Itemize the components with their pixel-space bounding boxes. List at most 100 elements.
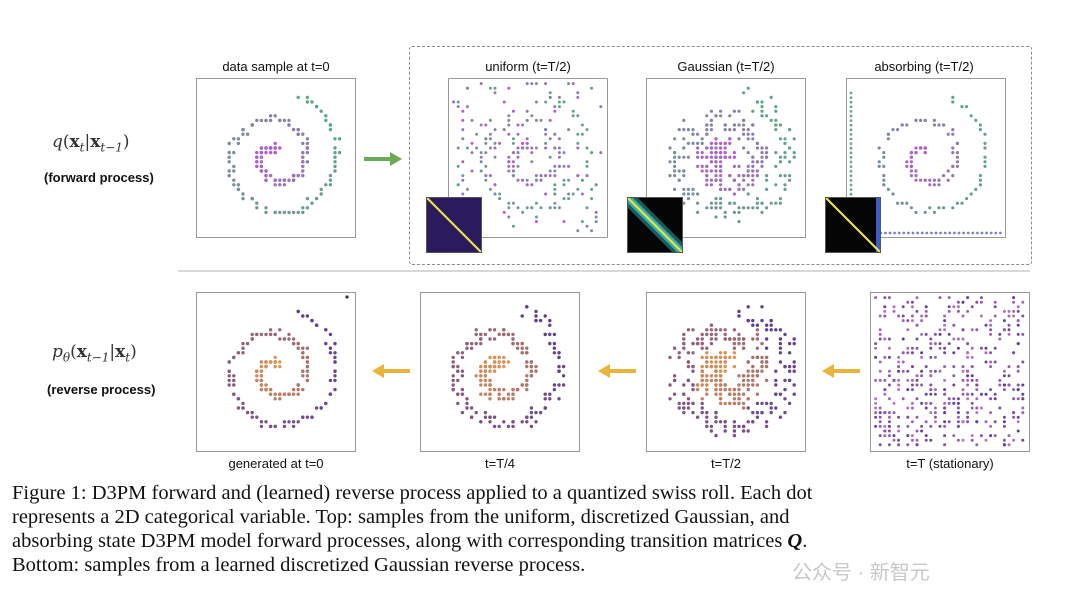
scatter-point <box>278 360 282 364</box>
scatter-point <box>737 374 741 378</box>
scatter-point <box>732 210 736 214</box>
scatter-point <box>227 141 231 146</box>
scatter-point <box>264 332 268 337</box>
scatter-point <box>961 388 965 392</box>
scatter-point <box>741 392 746 396</box>
panel-data-sample <box>196 78 356 238</box>
scatter-point <box>709 178 713 182</box>
scatter-point <box>764 360 769 364</box>
scatter-point <box>469 406 474 410</box>
scatter-point <box>746 318 750 323</box>
scatter-point <box>956 420 960 424</box>
scatter-point <box>764 401 769 406</box>
scatter-point <box>273 146 277 150</box>
caption-line: Bottom: samples from a learned discretiz… <box>12 554 586 576</box>
scatter-point <box>506 392 511 396</box>
scatter-point <box>923 146 927 150</box>
scatter-point <box>719 169 723 173</box>
scatter-point <box>705 360 709 364</box>
scatter-point <box>492 415 497 419</box>
scatter-point <box>483 410 488 415</box>
panel-t-half <box>646 292 806 452</box>
scatter-point <box>562 151 566 155</box>
scatter-point <box>920 369 924 373</box>
scatter-point <box>594 183 598 187</box>
scatter-point <box>461 118 465 122</box>
scatter-point <box>333 164 337 169</box>
scatter-point <box>961 420 965 424</box>
scatter-point <box>924 332 928 336</box>
scatter-point <box>877 146 881 150</box>
scatter-point <box>682 118 686 122</box>
scatter-point <box>696 201 700 205</box>
scatter-point <box>929 355 933 359</box>
scatter-point <box>521 178 525 182</box>
scatter-point <box>333 137 337 141</box>
scatter-point <box>755 383 760 387</box>
scatter-point <box>760 305 764 309</box>
scatter-point <box>947 401 951 405</box>
scatter-point <box>929 342 933 346</box>
scatter-point <box>1002 415 1006 419</box>
scatter-point <box>474 374 478 378</box>
scatter-point <box>241 196 245 201</box>
scatter-point <box>296 95 300 100</box>
scatter-point <box>709 141 713 145</box>
scatter-point <box>932 123 936 127</box>
scatter-point <box>497 355 501 360</box>
scatter-point <box>544 174 548 178</box>
scatter-point <box>769 201 773 205</box>
scatter-point <box>915 443 919 447</box>
scatter-point <box>946 132 950 136</box>
scatter-point <box>456 351 460 355</box>
scatter-point <box>723 337 727 341</box>
scatter-point <box>301 160 305 164</box>
scatter-point <box>497 392 501 396</box>
scatter-point <box>700 383 704 387</box>
scatter-point <box>483 369 488 373</box>
scatter-point <box>741 378 746 383</box>
scatter-point <box>268 360 273 364</box>
scatter-point <box>929 438 933 442</box>
scatter-point <box>507 215 511 219</box>
scatter-point <box>516 123 520 127</box>
scatter-point <box>746 360 750 364</box>
scatter-point <box>732 387 737 392</box>
scatter-point <box>933 388 937 392</box>
scatter-point <box>887 397 891 401</box>
scatter-point <box>774 123 778 127</box>
scatter-point <box>585 164 589 168</box>
scatter-point <box>929 424 933 428</box>
scatter-point <box>714 160 718 164</box>
scatter-point <box>705 374 709 378</box>
scatter-point <box>529 374 534 378</box>
scatter-point <box>783 141 787 145</box>
scatter-point <box>951 100 955 104</box>
scatter-point <box>920 351 924 355</box>
scatter-point <box>998 406 1002 410</box>
scatter-point <box>897 355 901 359</box>
scatter-point <box>561 374 566 378</box>
scatter-point <box>268 146 273 150</box>
scatter-point <box>883 305 887 309</box>
scatter-point <box>915 374 919 378</box>
scatter-point <box>520 314 524 318</box>
scatter-point <box>849 156 853 159</box>
scatter-point <box>268 392 273 396</box>
scatter-point <box>905 160 909 164</box>
scatter-point <box>668 160 672 164</box>
scatter-point <box>709 332 714 337</box>
scatter-point <box>567 82 571 86</box>
scatter-point <box>227 378 231 383</box>
scatter-point <box>755 197 759 201</box>
scatter-point <box>291 127 296 132</box>
scatter-point <box>273 397 277 401</box>
scatter-point <box>737 183 741 187</box>
scatter-point <box>291 424 296 429</box>
scatter-point <box>695 341 700 346</box>
scatter-point <box>255 206 259 210</box>
scatter-point <box>783 183 787 187</box>
scatter-point <box>723 401 727 406</box>
scatter-point <box>1002 420 1006 424</box>
scatter-point <box>268 328 273 332</box>
